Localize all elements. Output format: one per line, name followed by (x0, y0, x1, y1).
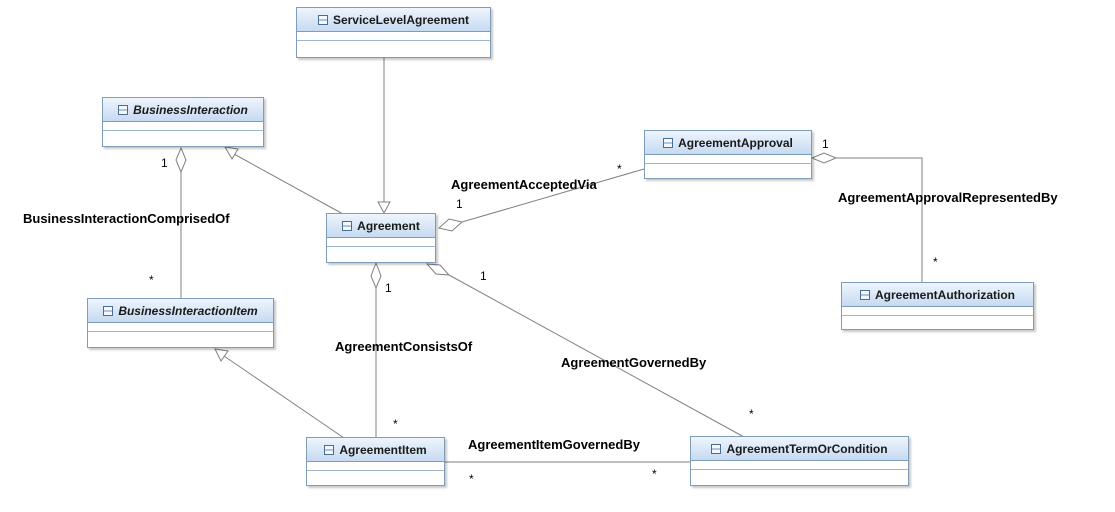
multiplicity-item-governed-by-source: * (469, 472, 474, 486)
operations-compartment (307, 471, 444, 479)
attributes-compartment (691, 461, 908, 470)
attributes-compartment (645, 155, 811, 164)
class-name: BusinessInteraction (133, 102, 248, 117)
class-header: ServiceLevelAgreement (297, 8, 490, 32)
generalization-arrowhead-icon (214, 348, 229, 362)
multiplicity-consists-of-target: * (393, 417, 398, 431)
multiplicity-governed-by-source: 1 (480, 269, 487, 283)
class-header: AgreementAuthorization (842, 283, 1033, 307)
multiplicity-comprised-of-source: 1 (161, 156, 168, 170)
attributes-compartment (842, 307, 1033, 316)
class-header: BusinessInteractionItem (88, 299, 273, 323)
aggregation-diamond-icon (175, 146, 187, 174)
association-label-consists-of: AgreementConsistsOf (335, 339, 473, 354)
association-approval-represented-by (836, 157, 923, 282)
class-name: Agreement (357, 218, 420, 233)
class-agreement[interactable]: Agreement (326, 213, 436, 263)
multiplicity-accepted-via-target: * (617, 162, 622, 176)
generalization-agreementitem-businessinteractionitem (223, 355, 345, 439)
class-header: AgreementItem (307, 438, 444, 462)
aggregation-diamond-icon (425, 263, 451, 276)
multiplicity-consists-of-source: 1 (385, 281, 392, 295)
attributes-compartment (327, 238, 435, 247)
class-icon (663, 137, 674, 148)
multiplicity-approval-source: 1 (822, 137, 829, 151)
generalization-agreement-businessinteraction (233, 153, 344, 215)
class-header: BusinessInteraction (103, 98, 263, 122)
multiplicity-item-governed-by-target: * (652, 467, 657, 481)
multiplicity-accepted-via-source: 1 (456, 197, 463, 211)
operations-compartment (327, 247, 435, 255)
class-business-interaction-item[interactable]: BusinessInteractionItem (87, 298, 274, 348)
multiplicity-governed-by-target: * (749, 407, 754, 421)
class-icon (342, 220, 353, 231)
class-agreement-approval[interactable]: AgreementApproval (644, 130, 812, 179)
association-label-comprised-of: BusinessInteractionComprisedOf (23, 211, 230, 226)
class-icon (118, 104, 129, 115)
class-agreement-authorization[interactable]: AgreementAuthorization (841, 282, 1034, 330)
class-icon (711, 443, 722, 454)
multiplicity-approval-target: * (933, 255, 938, 269)
multiplicity-comprised-of-target: * (149, 273, 154, 287)
class-name: AgreementAuthorization (874, 287, 1015, 302)
class-name: AgreementItem (339, 442, 427, 457)
generalization-arrowhead-icon (377, 201, 391, 215)
attributes-compartment (297, 32, 490, 41)
generalization-arrowhead-icon (224, 146, 239, 160)
operations-compartment (645, 164, 811, 172)
class-name: AgreementTermOrCondition (726, 441, 888, 456)
class-name: BusinessInteractionItem (118, 303, 258, 318)
association-governed-by (448, 274, 745, 438)
class-name: AgreementApproval (678, 135, 793, 150)
class-header: Agreement (327, 214, 435, 238)
association-accepted-via (461, 168, 645, 223)
attributes-compartment (88, 323, 273, 332)
association-label-approval-represented-by: AgreementApprovalRepresentedBy (838, 190, 1058, 205)
operations-compartment (103, 131, 263, 139)
aggregation-diamond-icon (370, 261, 382, 290)
operations-compartment (88, 332, 273, 340)
operations-compartment (297, 41, 490, 49)
operations-compartment (842, 316, 1033, 324)
aggregation-diamond-icon (810, 152, 838, 164)
operations-compartment (691, 470, 908, 478)
class-agreement-item[interactable]: AgreementItem (306, 437, 445, 486)
class-header: AgreementApproval (645, 131, 811, 155)
association-label-governed-by: AgreementGovernedBy (561, 355, 707, 370)
class-icon (324, 444, 335, 455)
class-icon (103, 305, 114, 316)
attributes-compartment (103, 122, 263, 131)
aggregation-diamond-icon (437, 218, 464, 232)
class-icon (317, 14, 328, 25)
attributes-compartment (307, 462, 444, 471)
association-label-accepted-via: AgreementAcceptedVia (451, 177, 597, 192)
class-name: ServiceLevelAgreement (332, 12, 470, 27)
class-header: AgreementTermOrCondition (691, 437, 908, 461)
association-label-item-governed-by: AgreementItemGovernedBy (468, 437, 640, 452)
class-agreement-term-or-condition[interactable]: AgreementTermOrCondition (690, 436, 909, 486)
class-business-interaction[interactable]: BusinessInteraction (102, 97, 264, 147)
class-icon (859, 289, 870, 300)
class-service-level-agreement[interactable]: ServiceLevelAgreement (296, 7, 491, 58)
